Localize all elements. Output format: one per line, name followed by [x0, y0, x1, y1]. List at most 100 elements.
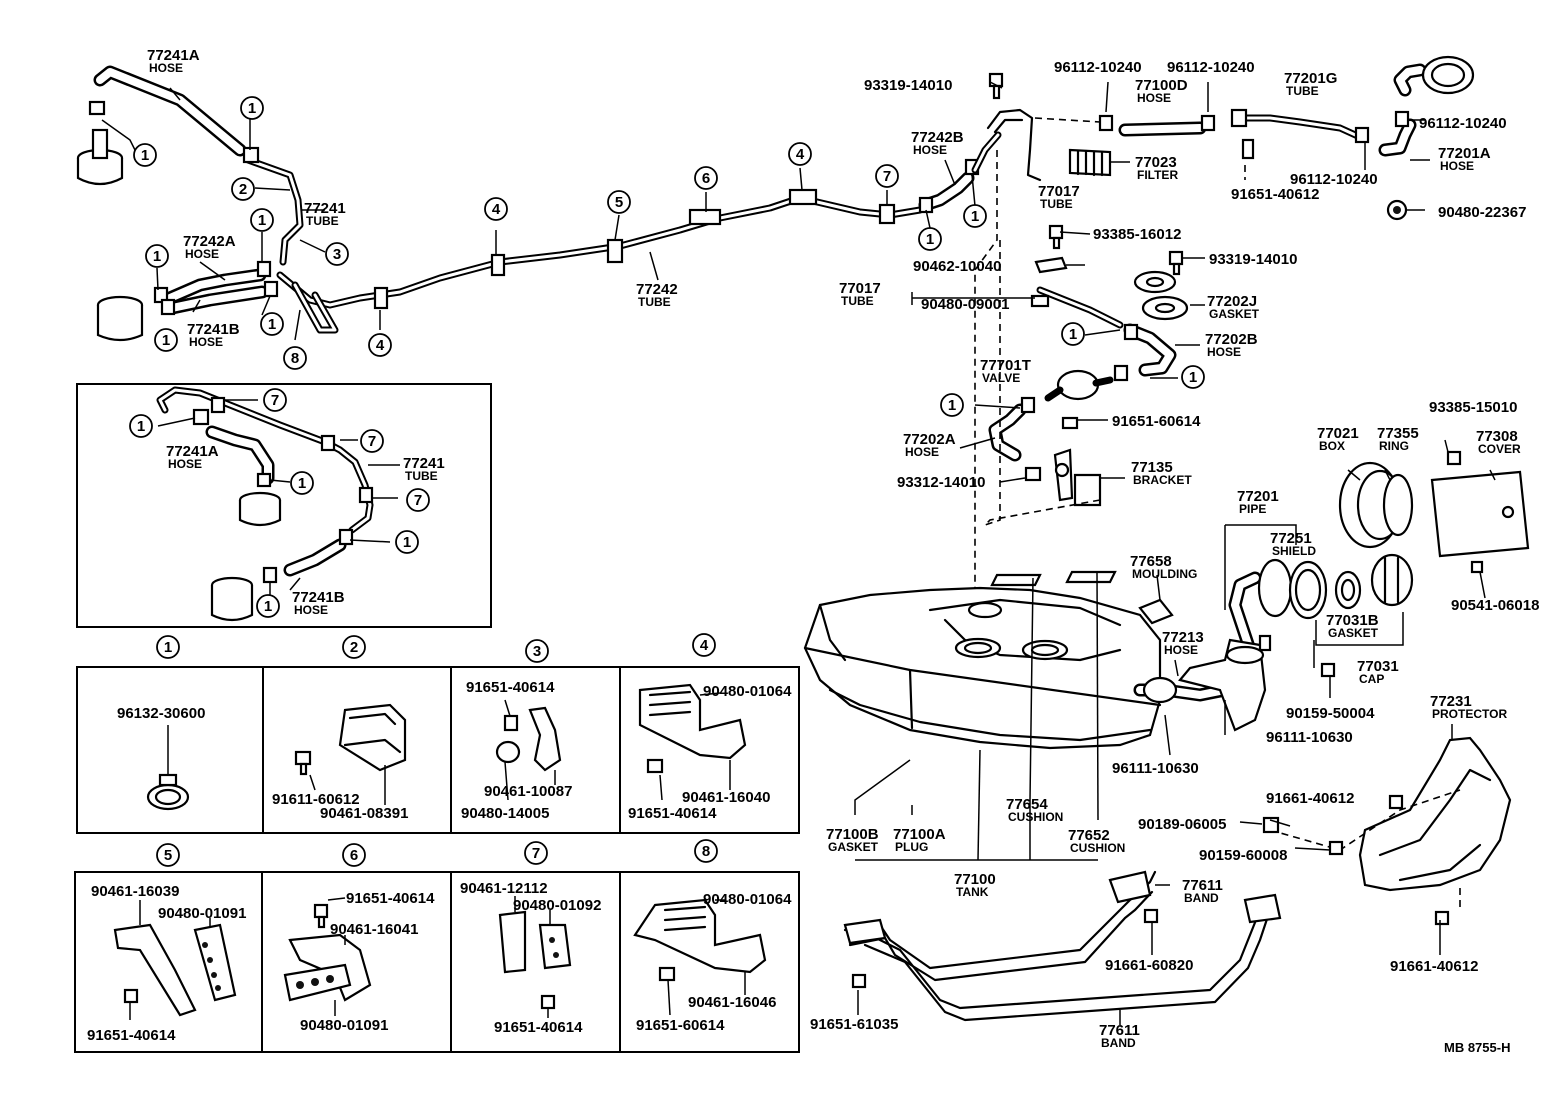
- detail-part-label: 90480-01091: [300, 1017, 388, 1034]
- reference-number-circle: 1: [250, 208, 274, 232]
- reference-number-circle: 4: [788, 142, 812, 166]
- filler-pipe: [1133, 461, 1530, 732]
- detail-grid: [74, 666, 800, 1053]
- svg-text:1: 1: [153, 248, 161, 265]
- part-number-label: 96112-10240: [1054, 59, 1142, 76]
- svg-text:1: 1: [264, 598, 272, 615]
- reference-number-circle: 1: [145, 244, 169, 268]
- part-name-label: BAND: [1184, 891, 1219, 905]
- svg-text:1: 1: [298, 475, 306, 492]
- part-name-label: HOSE: [1440, 159, 1474, 173]
- detail-part-label: 91651-40614: [87, 1027, 176, 1044]
- detail-part-label: 91651-60614: [636, 1017, 725, 1034]
- reference-number-circle: 2: [231, 177, 255, 201]
- part-number-label: 77652: [1068, 827, 1110, 844]
- reference-number-circle: 7: [360, 429, 384, 453]
- part-name-label: GASKET: [1209, 307, 1260, 321]
- fuel-tank: [803, 570, 1174, 750]
- detail-3-bracket: [495, 699, 562, 801]
- detail-part-label: 90461-10087: [484, 783, 572, 800]
- detail-labels: 96132-3060091611-6061290461-0839191651-4…: [87, 679, 792, 1044]
- part-name-label: BOX: [1319, 439, 1345, 453]
- detail-part-label: 91651-40614: [628, 805, 717, 822]
- svg-text:1: 1: [926, 231, 934, 248]
- detail-part-label: 90461-08391: [320, 805, 408, 822]
- part-number-label: 77241B: [292, 589, 345, 606]
- part-number-label: 77031B: [1326, 612, 1379, 629]
- detail-part-label: 90461-16046: [688, 994, 776, 1011]
- svg-text:1: 1: [248, 100, 256, 117]
- part-name-label: HOSE: [149, 61, 183, 75]
- part-name-label: HOSE: [1137, 91, 1171, 105]
- part-number-label: 93319-14010: [1209, 251, 1297, 268]
- part-number-label: 77201A: [1438, 145, 1491, 162]
- dashed-lines-upper: [911, 81, 1430, 640]
- detail-part-label: 90461-12112: [460, 880, 548, 897]
- part-name-label: BRACKET: [1133, 473, 1192, 487]
- tank-bands: [843, 870, 1282, 1022]
- svg-text:4: 4: [376, 337, 385, 354]
- svg-text:1: 1: [137, 418, 145, 435]
- svg-text:8: 8: [702, 843, 710, 860]
- svg-text:1: 1: [164, 639, 172, 656]
- part-name-label: VALVE: [982, 371, 1020, 385]
- part-name-label: HOSE: [913, 143, 947, 157]
- part-number-label: 90541-06018: [1451, 597, 1539, 614]
- part-number-label: 77701T: [980, 357, 1031, 374]
- reference-number-circle: 4: [692, 633, 716, 657]
- part-name-label: HOSE: [294, 603, 328, 617]
- part-number-label: 91651-40612: [1231, 186, 1319, 203]
- svg-text:2: 2: [350, 639, 358, 656]
- part-name-label: HOSE: [189, 335, 223, 349]
- part-number-label: 77231: [1430, 693, 1472, 710]
- part-name-label: CUSHION: [1070, 841, 1125, 855]
- svg-text:1: 1: [1189, 369, 1197, 386]
- part-number-label: 91651-60614: [1112, 413, 1201, 430]
- svg-text:7: 7: [271, 392, 279, 409]
- svg-text:6: 6: [350, 847, 358, 864]
- detail-1-clamp: [146, 725, 190, 811]
- reference-number-circle: 7: [263, 388, 287, 412]
- part-number-label: 77202A: [903, 431, 956, 448]
- svg-text:5: 5: [164, 847, 172, 864]
- detail-part-label: 90480-14005: [461, 805, 549, 822]
- svg-text:7: 7: [368, 433, 376, 450]
- part-number-label: 77023: [1135, 154, 1177, 171]
- part-number-label: 77241: [403, 455, 445, 472]
- part-number-label: 90480-22367: [1438, 204, 1526, 221]
- part-number-label: 96112-10240: [1419, 115, 1507, 132]
- part-name-label: PIPE: [1239, 502, 1266, 516]
- svg-text:1: 1: [268, 316, 276, 333]
- part-number-label: 77021: [1317, 425, 1359, 442]
- reference-number-circle: 1: [129, 414, 153, 438]
- part-number-label: 91661-60820: [1105, 957, 1193, 974]
- svg-text:1: 1: [971, 208, 979, 225]
- part-name-label: GASKET: [828, 840, 879, 854]
- reference-number-circle: 5: [607, 190, 631, 214]
- svg-text:1: 1: [162, 332, 170, 349]
- detail-2-bracket: [294, 703, 407, 805]
- part-number-label: 77242A: [183, 233, 236, 250]
- inset-box: [76, 383, 492, 628]
- part-number-label: 77213: [1162, 629, 1204, 646]
- detail-6-bracket: [283, 897, 372, 1016]
- part-number-label: 77202J: [1207, 293, 1257, 310]
- part-number-label: 77202B: [1205, 331, 1258, 348]
- part-number-label: 90159-50004: [1286, 705, 1375, 722]
- part-number-label: 77308: [1476, 428, 1518, 445]
- reference-number-circle: 6: [342, 843, 366, 867]
- part-name-label: COVER: [1478, 442, 1521, 456]
- detail-part-label: 90480-01064: [703, 891, 792, 908]
- reference-number-circle: 1: [963, 204, 987, 228]
- part-number-label: 96112-10240: [1290, 171, 1378, 188]
- svg-text:6: 6: [702, 170, 710, 187]
- reference-number-circle: 1: [290, 471, 314, 495]
- part-number-label: 91651-61035: [810, 1016, 898, 1033]
- reference-number-circle: 1: [918, 227, 942, 251]
- part-number-label: 90159-60008: [1199, 847, 1287, 864]
- reference-number-circle: 3: [325, 242, 349, 266]
- part-name-label: HOSE: [1164, 643, 1198, 657]
- svg-text:4: 4: [492, 201, 501, 218]
